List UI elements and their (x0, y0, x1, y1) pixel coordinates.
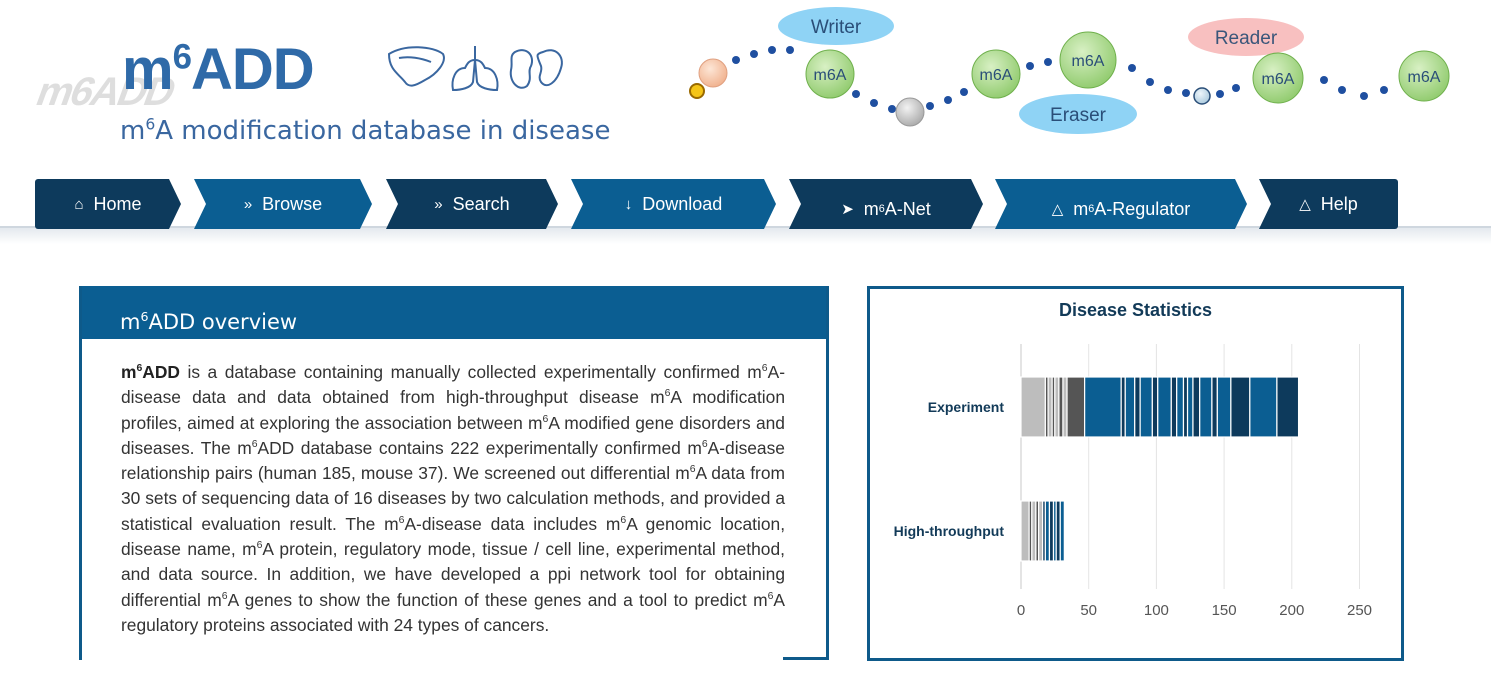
download-icon: ↓ (624, 195, 633, 213)
bar-segment-high-throughput[interactable] (1038, 500, 1044, 562)
lungs-icon (451, 46, 499, 92)
reader-label (1188, 18, 1304, 56)
bar-segment-experiment[interactable] (1216, 376, 1232, 438)
eraser-label (1019, 94, 1137, 134)
bar-segment-experiment[interactable] (1230, 376, 1251, 438)
bar-segment-experiment[interactable] (1157, 376, 1172, 438)
svg-text:Writer: Writer (811, 17, 862, 38)
flask-icon: △ (1299, 196, 1311, 213)
liver-icon (387, 46, 445, 87)
nav-browse[interactable]: » Browse (194, 179, 372, 229)
site-tagline: m6A modification database in disease (120, 115, 611, 146)
svg-text:m6A: m6A (1408, 69, 1441, 86)
svg-text:m6A: m6A (1262, 71, 1295, 88)
bar-segment-experiment[interactable] (1062, 376, 1068, 438)
bar-segment-high-throughput[interactable] (1044, 500, 1051, 562)
overview-bold-name: m6ADD (121, 362, 180, 382)
x-tick-label: 0 (1017, 602, 1025, 619)
bar-segment-experiment[interactable] (1084, 376, 1122, 438)
bar-segment-experiment[interactable] (1249, 376, 1278, 438)
bar-segment-experiment[interactable] (1066, 376, 1086, 438)
bar-segment-experiment[interactable] (1151, 376, 1159, 438)
bar-segment-high-throughput[interactable] (1059, 500, 1065, 562)
m6a-pathway-banner: Writer Reader Eraser m6A m6A m6A m6A m6A (689, 7, 1450, 134)
bar-segment-high-throughput[interactable] (1055, 500, 1061, 562)
x-tick-label: 250 (1347, 602, 1372, 619)
overview-border-accent-left (79, 657, 82, 660)
bar-segment-experiment[interactable] (1182, 376, 1189, 438)
bar-segment-experiment[interactable] (1134, 376, 1141, 438)
kidney-icon (509, 49, 563, 89)
bar-segment-experiment[interactable] (1054, 376, 1060, 438)
writer-label (778, 7, 894, 45)
bar-segment-experiment[interactable] (1186, 376, 1194, 438)
bar-segment-high-throughput[interactable] (1031, 500, 1037, 562)
organs-icon (387, 46, 563, 92)
site-logo[interactable]: m6ADD (122, 37, 315, 102)
svg-text:m6A: m6A (814, 67, 847, 84)
nav-search[interactable]: » Search (386, 179, 558, 229)
bar-segment-experiment[interactable] (1170, 376, 1178, 438)
bar-segment-experiment[interactable] (1199, 376, 1213, 438)
overview-panel: m6ADD overview m6ADD is a database conta… (79, 286, 829, 660)
disease-statistics-panel: Disease Statistics 0 50 100 150 200 250 Experi… (867, 286, 1404, 661)
overview-title: m6ADD overview (82, 286, 826, 339)
x-tick-label: 150 (1212, 602, 1237, 619)
bar-segment-experiment[interactable] (1058, 376, 1064, 438)
nav-home[interactable]: ⌂ Home (35, 179, 181, 229)
bar-segment-experiment[interactable] (1176, 376, 1185, 438)
bar-segment-experiment[interactable] (1020, 376, 1046, 438)
bar-segment-experiment[interactable] (1276, 376, 1300, 438)
svg-text:m6A: m6A (1072, 53, 1105, 70)
x-tick-label: 100 (1144, 602, 1169, 619)
nav-help[interactable]: △ Help (1259, 179, 1398, 229)
x-tick-label: 50 (1080, 602, 1097, 619)
rocket-icon: ➤ (841, 201, 854, 218)
y-category-label: High-throughput (894, 523, 1005, 539)
home-icon: ⌂ (74, 195, 84, 213)
svg-text:m6A: m6A (980, 67, 1013, 84)
chart-title: Disease Statistics (1058, 300, 1213, 320)
chevron-right-icon: » (434, 195, 443, 213)
svg-text:Eraser: Eraser (1050, 105, 1107, 126)
site-header: m6ADD m6ADD m6A modification database in… (0, 0, 1491, 178)
x-tick-label: 200 (1279, 602, 1304, 619)
bar-segment-high-throughput[interactable] (1020, 500, 1030, 562)
nav-download[interactable]: ↓ Download (571, 179, 776, 229)
bar-segment-experiment[interactable] (1192, 376, 1201, 438)
overview-border-accent (783, 657, 829, 660)
flask-icon: △ (1051, 201, 1064, 218)
svg-text:Reader: Reader (1215, 28, 1278, 49)
bar-segment-experiment[interactable] (1120, 376, 1126, 438)
overview-description: m6ADD is a database containing manually … (121, 362, 786, 635)
chevron-right-icon: » (243, 195, 253, 213)
y-category-label: Experiment (928, 399, 1005, 415)
bar-segment-experiment[interactable] (1139, 376, 1153, 438)
bar-segment-high-throughput[interactable] (1048, 500, 1055, 562)
bar-segment-experiment[interactable] (1211, 376, 1218, 438)
bar-segment-experiment[interactable] (1047, 376, 1053, 438)
bar-segment-experiment[interactable] (1124, 376, 1136, 438)
